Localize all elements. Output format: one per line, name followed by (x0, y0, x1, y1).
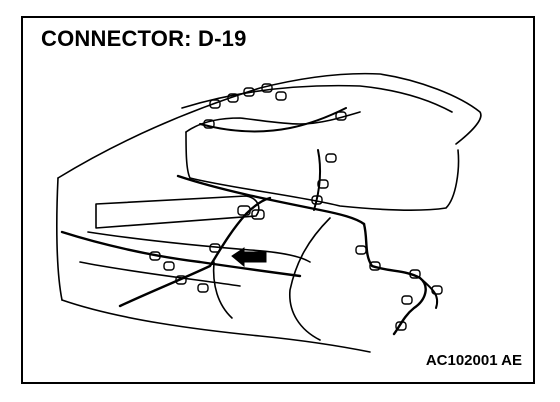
seat-cushion (87, 231, 311, 263)
harness-floor (118, 196, 272, 308)
harness-right-branch (419, 277, 439, 309)
seat-base (79, 261, 241, 287)
harness-main (60, 230, 302, 278)
diagram-frame (21, 16, 535, 384)
door-inner (212, 261, 233, 319)
door-curve (289, 217, 331, 341)
figure-code: AC102001 AE (425, 352, 522, 369)
seat-back (95, 195, 260, 229)
arrow-left-icon (231, 247, 267, 268)
floor-front-edge (61, 299, 371, 353)
connector-cluster-pillar (311, 153, 337, 205)
rear-shelf-outline (185, 131, 460, 211)
roof-inner-edge (181, 84, 453, 113)
left-pillar (56, 177, 63, 301)
roof-outline (57, 72, 482, 179)
rear-shelf-top (185, 111, 361, 133)
connector-cluster-roof (203, 83, 347, 129)
connector-title: CONNECTOR: D-19 (41, 26, 247, 51)
connector-cluster-seat (149, 205, 265, 293)
harness-shelf (176, 174, 366, 226)
connector-cluster-right (355, 245, 443, 331)
harness-right (362, 222, 427, 336)
harness-roof (199, 107, 347, 133)
